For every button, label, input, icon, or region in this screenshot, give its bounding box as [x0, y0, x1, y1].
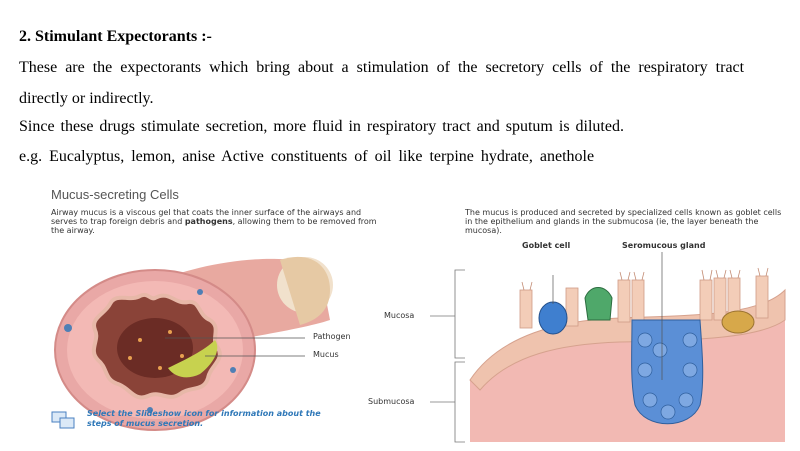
label-seromucous-gland: Seromucous gland: [622, 241, 706, 250]
label-mucosa: Mucosa: [384, 311, 415, 320]
figure-left-caption: Airway mucus is a viscous gel that coats…: [51, 208, 377, 235]
epithelium-illustration: [430, 252, 786, 443]
airway-tube-illustration: [54, 256, 333, 431]
figure-illustration: [51, 252, 786, 443]
paragraph-line: directly or indirectly.: [19, 90, 154, 107]
figure-title: Mucus-secreting Cells: [51, 187, 179, 202]
label-pathogen: Pathogen: [313, 332, 351, 341]
paragraph-examples: e.g. Eucalyptus, lemon, anise Active con…: [19, 148, 595, 165]
slideshow-note: Select the Slideshow icon for informatio…: [87, 409, 321, 428]
figure-right-caption: The mucus is produced and secreted by sp…: [465, 208, 782, 235]
label-submucosa: Submucosa: [368, 397, 415, 406]
label-mucus: Mucus: [313, 350, 339, 359]
label-goblet-cell: Goblet cell: [522, 241, 571, 250]
mucus-cells-figure: Mucus-secreting Cells Airway mucus is a …: [0, 180, 800, 451]
paragraph-line: These are the expectorants which bring a…: [19, 59, 745, 76]
slideshow-icon[interactable]: [51, 411, 75, 429]
paragraph-line: Since these drugs stimulate secretion, m…: [19, 118, 624, 135]
section-heading: 2. Stimulant Expectorants :-: [19, 28, 212, 45]
